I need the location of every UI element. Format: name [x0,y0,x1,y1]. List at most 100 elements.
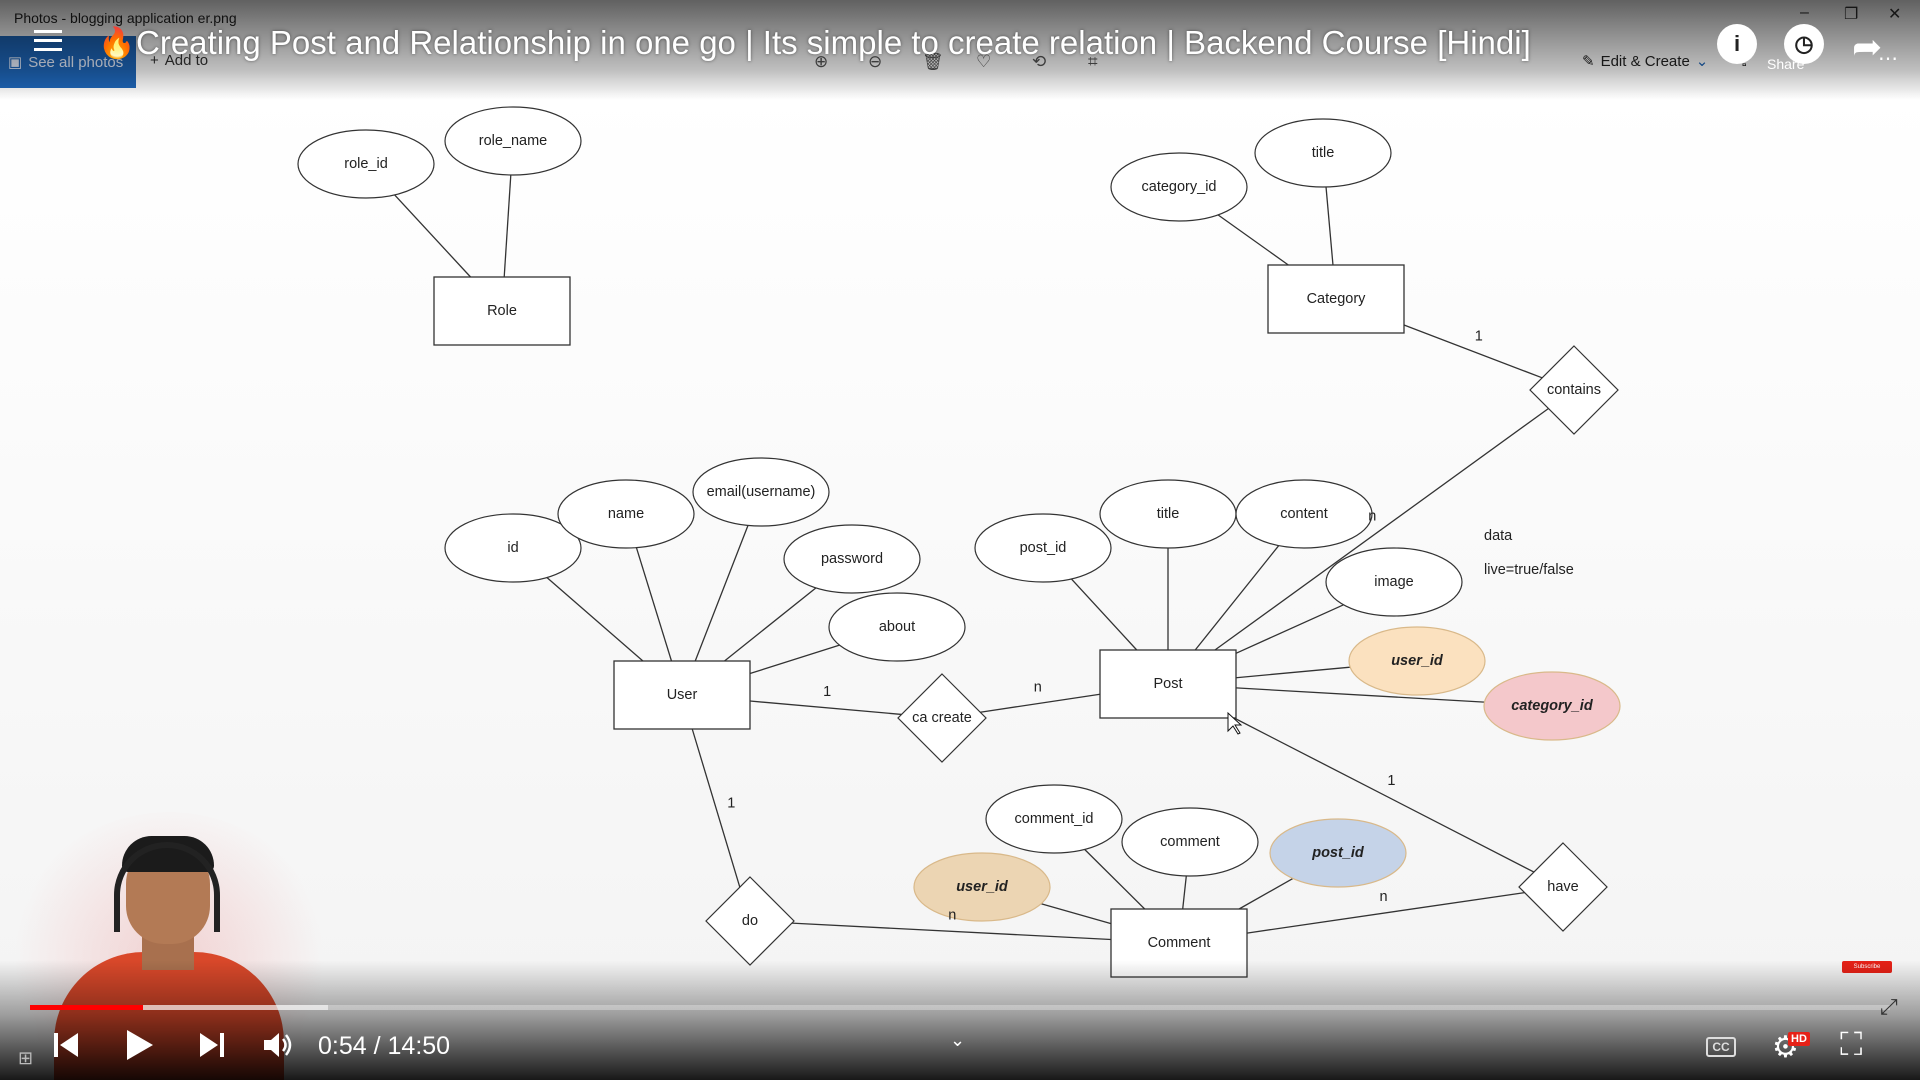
video-title[interactable]: Creating Post and Relationship in one go… [136,24,1531,61]
attribute-label: name [608,506,644,522]
attribute-link [1238,877,1294,910]
attribute-link [1325,186,1334,266]
attribute-label: title [1312,145,1335,161]
hd-badge: HD [1788,1032,1810,1046]
attribute-ellipse [557,479,695,549]
attribute-label: password [821,551,883,567]
cardinality-label: n [1368,508,1376,524]
expand-icon[interactable]: ⤢ [1880,994,1898,1019]
attribute-ellipse [783,524,921,594]
previous-icon[interactable] [52,1030,80,1060]
share-icon[interactable]: ➦ [1852,26,1883,67]
attribute-ellipse [1269,818,1407,888]
info-icon[interactable]: i [1717,24,1757,64]
relationship-diamond [1518,842,1608,932]
relationship-link [980,693,1101,713]
playlist-menu-icon[interactable] [34,30,62,52]
attribute-ellipse [1325,547,1463,617]
attribute-label: title [1157,506,1180,522]
relationship-link [1246,891,1525,934]
attribute-label: image [1374,574,1414,590]
attribute-label: post_id [1020,540,1067,556]
note-label: live=true/false [1484,562,1574,578]
mouse-cursor-icon [1227,711,1243,735]
subtitles-button[interactable]: CC [1706,1037,1736,1057]
entity-label: User [667,687,698,703]
relationship-diamond [897,673,987,763]
attribute-ellipse [1483,671,1621,741]
entity-box [433,276,571,346]
volume-icon[interactable] [262,1030,296,1060]
cardinality-label: 1 [727,795,735,811]
entity-label: Post [1153,676,1182,692]
attribute-label: category_id [1511,698,1594,714]
attribute-link [1235,687,1485,703]
presenter-shirt [54,952,284,1080]
cardinality-label: 1 [1475,328,1483,344]
yt-share-label[interactable]: Share [1767,56,1805,72]
more-options-icon[interactable]: ⋯ [1878,48,1898,70]
attribute-link [1194,545,1280,651]
fire-icon[interactable]: 🔥 [98,27,136,60]
attribute-link [635,547,673,662]
progress-bar[interactable] [30,1005,1890,1010]
relationship-link [1403,324,1543,379]
attribute-ellipse [1348,626,1486,696]
entity-box [1267,264,1405,334]
attribute-ellipse [1235,479,1373,549]
attribute-ellipse [297,129,435,199]
windows-start-icon[interactable]: ⊞ [18,1048,34,1068]
chevron-down-icon[interactable]: ⌄ [950,1030,966,1050]
attribute-ellipse [985,784,1123,854]
attribute-label: post_id [1311,845,1365,861]
attribute-label: user_id [956,879,1009,895]
entity-box [613,660,751,730]
attribute-ellipse [828,592,966,662]
exit-fullscreen-icon[interactable]: ⛶ [1840,1026,1863,1062]
cardinality-label: 1 [1387,773,1395,789]
attribute-ellipse [1254,118,1392,188]
attribute-link [1182,875,1187,910]
relationship-link [1233,717,1535,873]
play-icon[interactable] [124,1028,154,1062]
attribute-label: comment [1160,834,1220,850]
relationship-link [691,728,741,888]
relationship-link [1214,407,1549,651]
attribute-link [546,576,644,662]
attribute-link [1070,578,1138,651]
cardinality-label: n [948,907,956,923]
progress-buffered [30,1005,328,1010]
relationship-label: have [1547,879,1578,895]
attribute-link [1040,903,1112,925]
attribute-label: id [507,540,518,556]
attribute-label: content [1280,506,1328,522]
attribute-link [749,644,840,675]
attribute-label: email(username) [707,484,816,500]
attribute-link [503,174,512,278]
watch-later-icon[interactable]: ◷ [1784,24,1824,64]
attribute-link [1084,848,1146,910]
attribute-label: user_id [1391,653,1444,669]
attribute-label: role_name [479,133,548,149]
entity-box [1099,649,1237,719]
relationship-label: ca create [912,710,972,726]
attribute-ellipse [974,513,1112,583]
attribute-ellipse [444,513,582,583]
time-display: 0:54 / 14:50 [318,1032,450,1061]
entity-label: Category [1307,291,1367,307]
time-separator: / [366,1032,388,1060]
next-icon[interactable] [198,1030,226,1060]
duration: 14:50 [387,1032,451,1060]
attribute-label: role_id [344,156,388,172]
attribute-link [1235,666,1351,679]
entity-label: Comment [1148,935,1211,951]
subscribe-watermark[interactable]: Subscribe [1842,961,1892,973]
cardinality-label: 1 [823,684,831,700]
attribute-ellipse [1121,807,1259,877]
relationship-diamond [1529,345,1619,435]
attribute-link [694,525,749,662]
attribute-link [394,194,472,278]
relationship-label: do [742,913,758,929]
